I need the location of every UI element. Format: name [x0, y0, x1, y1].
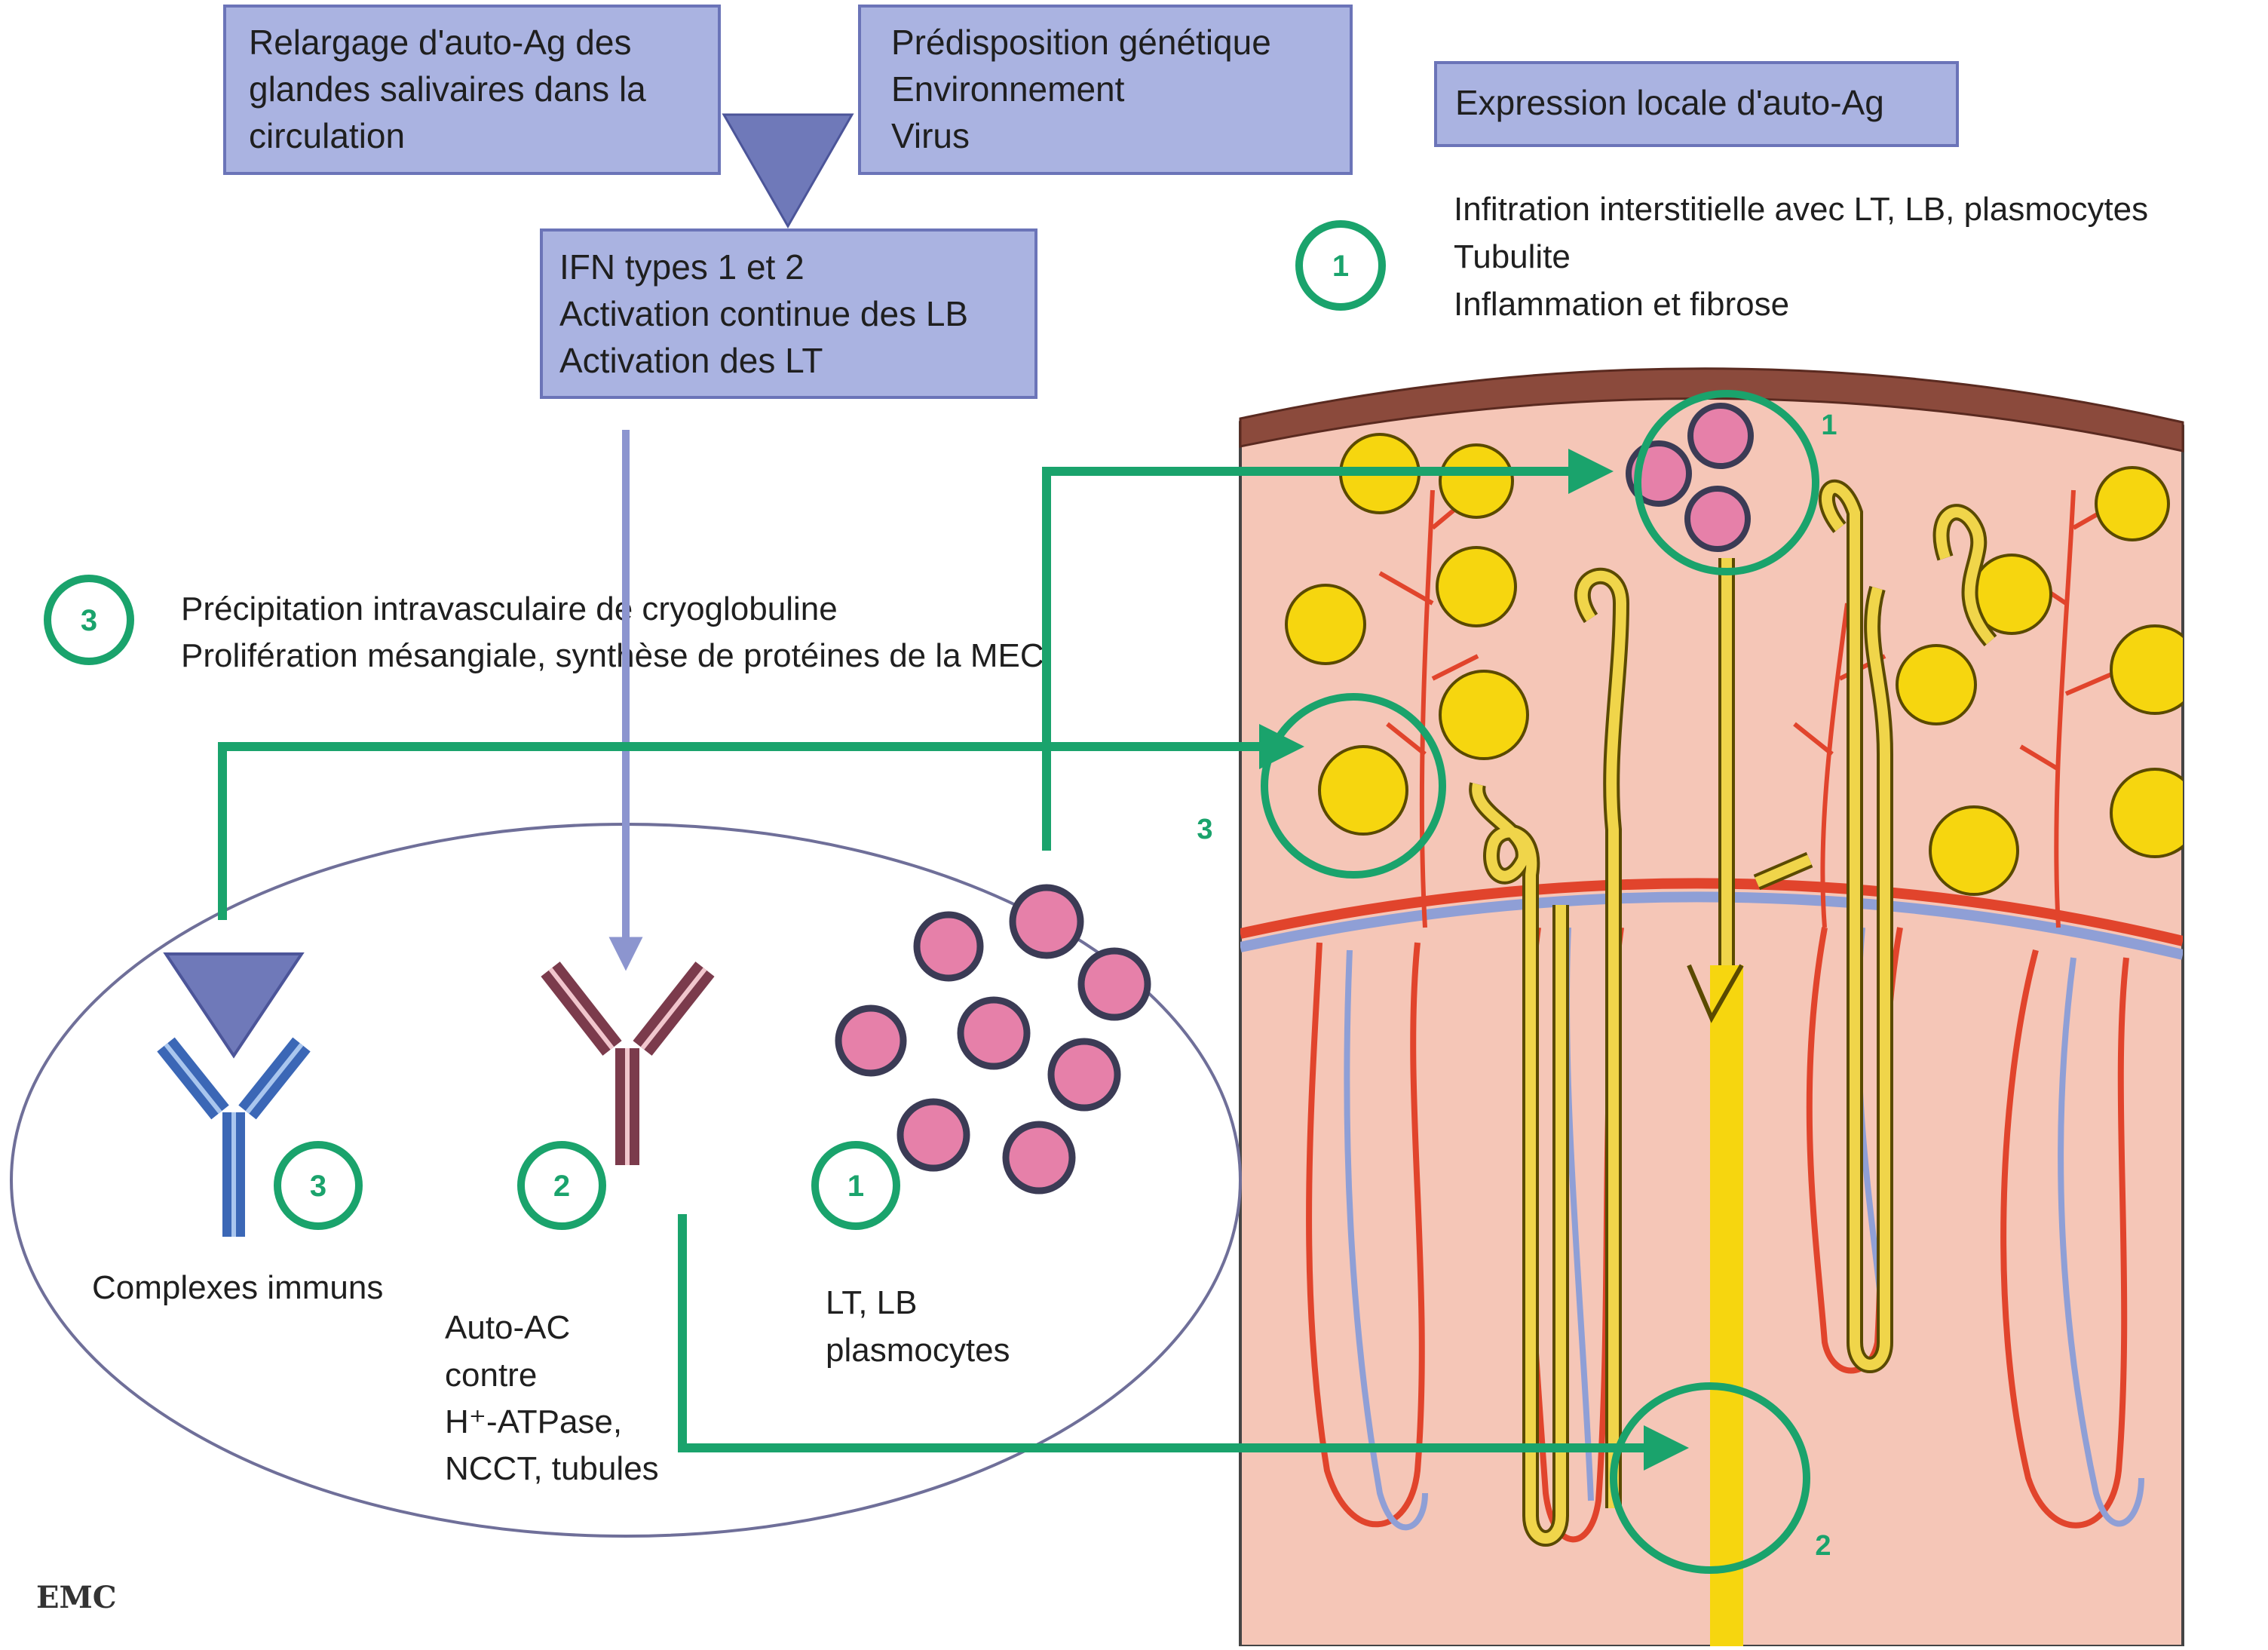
emc-logo: EMC	[36, 1580, 117, 1615]
immune-complex-antibody-icon	[157, 952, 311, 1237]
mechanism-3-line-2: Prolifération mésangiale, synthèse de pr…	[181, 637, 1044, 674]
kidney-section: 1 3 2	[1197, 367, 2184, 1648]
ifn-line-2: Activation continue des LB	[559, 294, 968, 333]
ifn-line-1: IFN types 1 et 2	[559, 247, 805, 287]
mechanism-3-legend: 3 Précipitation intravasculaire de cryog…	[44, 575, 1044, 674]
kidney-marker-2: 2	[1610, 1382, 1831, 1574]
kidney-marker-1: 1	[1634, 390, 1837, 575]
release-box: Relargage d'auto-Ag des glandes salivair…	[223, 5, 721, 175]
predisposition-box: Prédisposition génétique Environnement V…	[858, 5, 1353, 175]
renal-capsule	[1239, 367, 2184, 452]
badge-2-autoantibodies: 2	[517, 1141, 606, 1230]
arrow-autoantibodies-to-tubule	[678, 1214, 1689, 1471]
release-line-1: Relargage d'auto-Ag des	[249, 23, 631, 62]
autoantibodies-line-2: contre	[445, 1357, 537, 1394]
glomeruli	[1285, 433, 2183, 896]
autoantibodies-line-1: Auto-AC	[445, 1309, 570, 1346]
local-expression-box: Expression locale d'auto-Ag	[1434, 61, 1959, 147]
kidney-marker-3: 3	[1197, 693, 1446, 879]
autoantibodies-label: Auto-AC contre H⁺-ATPase, NCCT, tubules	[445, 1309, 659, 1487]
antigen-triangle-top-icon	[722, 113, 854, 229]
release-line-3: circulation	[249, 116, 405, 155]
autoantibodies-line-3: H⁺-ATPase,	[445, 1403, 622, 1440]
mechanism-3-number: 3	[81, 604, 97, 637]
cells-line-1: LT, LB	[826, 1284, 917, 1321]
kidney-marker-2-number: 2	[1815, 1530, 1831, 1562]
autoantibodies-line-4: NCCT, tubules	[445, 1450, 659, 1487]
kidney-marker-3-number: 3	[1197, 814, 1212, 845]
badge-3-immune: 3	[274, 1141, 363, 1230]
immune-complexes-number: 3	[310, 1170, 326, 1203]
infiltrate-plasma-cells	[1626, 403, 1754, 552]
number-1-badge	[1295, 220, 1386, 311]
ifn-box: IFN types 1 et 2 Activation continue des…	[540, 228, 1037, 399]
cells-label: LT, LB plasmocytes	[826, 1284, 1010, 1369]
mechanism-1-legend: 1 Infitration interstitielle avec LT, LB…	[1295, 191, 2148, 323]
collecting-duct	[1710, 965, 1743, 1646]
badge-1-cells: 1	[811, 1141, 900, 1230]
number-3-badge	[44, 575, 134, 665]
cells-line-2: plasmocytes	[826, 1332, 1010, 1369]
immune-complexes-label: Complexes immuns	[92, 1269, 383, 1306]
arrow-cells-to-infiltrate	[1042, 449, 1614, 851]
ifn-line-3: Activation des LT	[559, 341, 823, 380]
cells-number: 1	[847, 1170, 864, 1203]
arrow-immune-complexes-to-glomerulus	[218, 724, 1304, 920]
autoantibody-icon	[541, 961, 715, 1165]
local-expression-label: Expression locale d'auto-Ag	[1455, 83, 1884, 122]
arcuate-artery	[1240, 878, 2183, 946]
kidney-marker-1-number: 1	[1821, 409, 1837, 441]
mechanism-1-line-2: Tubulite	[1454, 238, 1571, 275]
mechanism-1-number: 1	[1332, 250, 1349, 283]
plasma-cells-icon	[835, 884, 1151, 1195]
arcuate-vein	[1240, 891, 2183, 960]
mechanism-3-line-1: Précipitation intravasculaire de cryoglo…	[181, 590, 838, 627]
mechanism-1-line-1: Infitration interstitielle avec LT, LB, …	[1454, 191, 2148, 228]
mechanism-1-line-3: Inflammation et fibrose	[1454, 286, 1789, 323]
predisposition-line-3: Virus	[891, 116, 970, 155]
predisposition-line-1: Prédisposition génétique	[891, 23, 1271, 62]
predisposition-line-2: Environnement	[891, 69, 1125, 109]
autoantibodies-number: 2	[553, 1170, 570, 1203]
release-line-2: glandes salivaires dans la	[249, 69, 646, 109]
